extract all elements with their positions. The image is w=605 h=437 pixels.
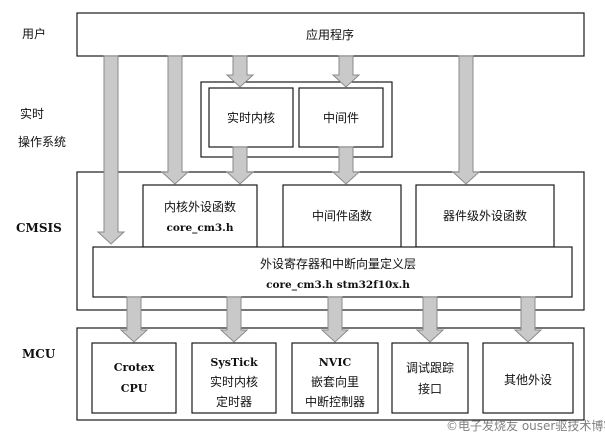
systick-label-line2: 实时内核 bbox=[210, 374, 258, 389]
nvic-label-line2: 嵌套向里 bbox=[311, 374, 359, 389]
flow-arrows bbox=[96, 55, 543, 343]
arrow-app-to-device-peripheral-functions bbox=[451, 55, 481, 185]
debug-trace-label-line1: 调试跟踪 bbox=[406, 360, 454, 375]
arrow-register-to-debug-trace bbox=[415, 296, 445, 343]
core-peripheral-functions-box bbox=[142, 184, 258, 248]
nvic-box bbox=[291, 342, 379, 414]
cortex-cpu-label-line1: Crotex bbox=[114, 361, 155, 374]
watermark-text: ©电子发烧友 ouser驱技术博客 bbox=[446, 418, 605, 433]
middleware-box bbox=[298, 87, 384, 148]
arrow-register-to-cortex-cpu bbox=[119, 296, 149, 343]
other-peripherals-box bbox=[482, 342, 574, 414]
middleware-functions-label: 中间件函数 bbox=[312, 208, 372, 223]
debug-trace-interface-box bbox=[391, 342, 469, 414]
register-definition-headers-label: core_cm3.h stm32f10x.h bbox=[266, 279, 410, 292]
application-label: 应用程序 bbox=[306, 27, 354, 42]
middleware-label: 中间件 bbox=[323, 110, 359, 125]
arrow-kernel-to-core-peripheral-functions bbox=[225, 146, 255, 185]
side-label-rtos-line2: 操作系统 bbox=[18, 134, 66, 149]
nvic-label-line1: NVIC bbox=[319, 356, 352, 369]
arrow-register-to-systick bbox=[219, 296, 249, 343]
arrow-app-to-realtime-kernel bbox=[225, 55, 255, 88]
core-peripheral-functions-label: 内核外设函数 bbox=[164, 199, 236, 214]
realtime-kernel-box bbox=[208, 87, 294, 148]
arrow-app-to-middleware bbox=[331, 55, 361, 88]
arrow-middleware-to-middleware-functions bbox=[331, 146, 361, 185]
arrow-app-to-core-peripheral-functions bbox=[160, 55, 190, 185]
debug-trace-label-line2: 接口 bbox=[418, 381, 442, 396]
side-label-rtos-line1: 实时 bbox=[20, 106, 44, 121]
cortex-cpu-label-line2: CPU bbox=[121, 382, 148, 395]
register-definition-layer-label: 外设寄存器和中断向量定义层 bbox=[260, 256, 416, 271]
arrow-app-to-register-layer bbox=[96, 55, 126, 245]
nvic-label-line3: 中断控制器 bbox=[305, 394, 365, 409]
systick-timer-box bbox=[191, 342, 277, 414]
systick-label-line1: SysTick bbox=[210, 356, 258, 369]
systick-label-line3: 定时器 bbox=[216, 394, 252, 409]
realtime-kernel-label: 实时内核 bbox=[227, 110, 275, 125]
side-label-cmsis: CMSIS bbox=[16, 221, 62, 235]
arrow-register-to-nvic bbox=[320, 296, 350, 343]
side-label-mcu: MCU bbox=[22, 347, 56, 361]
arrow-register-to-other-peripherals bbox=[513, 296, 543, 343]
cortex-cpu-box bbox=[91, 342, 177, 414]
other-peripherals-label: 其他外设 bbox=[504, 373, 552, 387]
side-label-user: 用户 bbox=[22, 26, 46, 41]
device-peripheral-functions-label: 器件级外设函数 bbox=[443, 208, 527, 223]
middleware-functions-box bbox=[282, 184, 402, 248]
register-definition-layer-box bbox=[92, 246, 573, 298]
core-peripheral-header-label: core_cm3.h bbox=[167, 222, 234, 235]
application-box bbox=[76, 12, 585, 57]
